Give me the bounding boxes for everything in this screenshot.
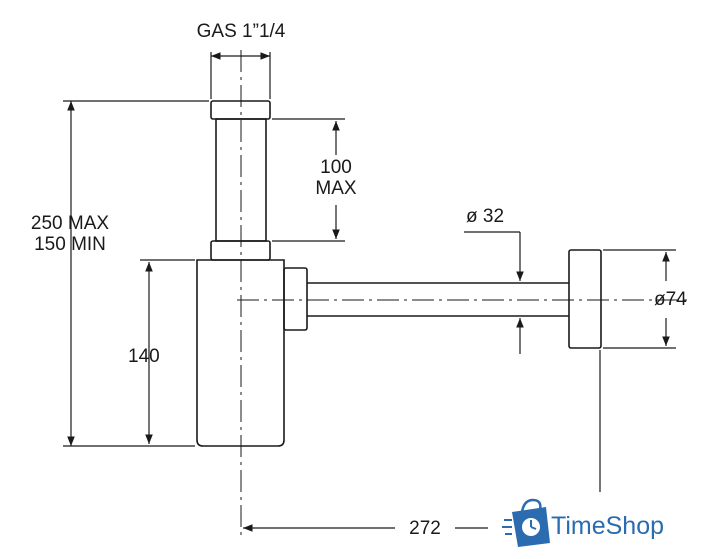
- gas-thread-label: GAS 1”1/4: [196, 21, 286, 42]
- riser-max-caption: MAX: [315, 178, 357, 199]
- total-height-max: 250 MAX: [30, 213, 110, 234]
- brand-name: TimeShop: [551, 512, 665, 540]
- riser-max-label: 100 MAX: [296, 157, 376, 199]
- total-height-min: 150 MIN: [34, 234, 106, 255]
- trap-body: [196, 259, 285, 447]
- length-label: 272: [409, 518, 441, 539]
- shopping-bag-clock-icon: [502, 498, 550, 547]
- body-height-label: 140: [128, 346, 160, 367]
- pipe-diameter-label: ø 32: [466, 206, 505, 227]
- total-height-label: 250 MAX 150 MIN: [10, 213, 130, 255]
- riser-max-value: 100: [320, 157, 352, 178]
- side-nut: [283, 267, 308, 331]
- cap-diameter-label: ø74: [654, 289, 687, 310]
- wall-cap: [568, 249, 602, 349]
